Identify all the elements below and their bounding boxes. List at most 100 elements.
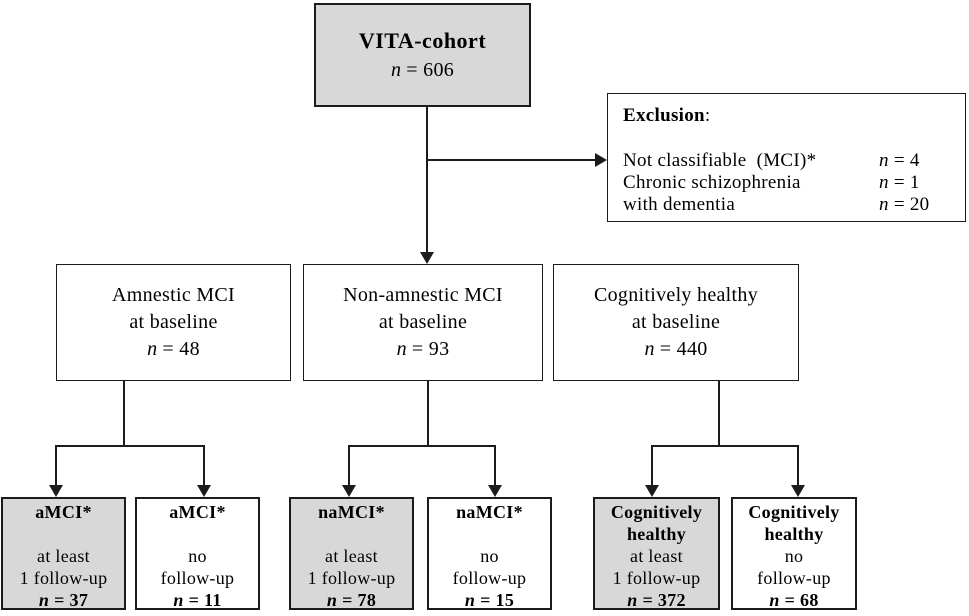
box-line2: at baseline [378, 311, 468, 333]
box-n: n= 68 [733, 589, 855, 611]
n-value: = 11 [188, 590, 222, 610]
arrowhead-amci-no-followup-icon [197, 485, 211, 497]
amnestic-mci-baseline-box: Amnestic MCI at baseline n= 48 [56, 264, 291, 381]
box-line1: Non-amnestic MCI [343, 284, 503, 306]
box-body2: 1 follow-up [19, 568, 108, 588]
exclusion-n: n= 1 [879, 172, 920, 194]
n-symbol: n [464, 590, 476, 610]
amci-followup-box: aMCI* at least 1 follow-up n= 37 [1, 497, 126, 610]
n-symbol: n [879, 194, 889, 215]
connector-non-amnestic-branch [348, 445, 496, 447]
n-symbol: n [390, 59, 402, 81]
box-line1: Cognitively healthy [593, 284, 758, 306]
namci-no-followup-box: naMCI* no follow-up n= 15 [427, 497, 552, 610]
box-header1: aMCI* [35, 502, 92, 522]
box-header1: Cognitively [610, 502, 703, 522]
connector-non-amnestic-stem [427, 381, 429, 446]
box-body2: follow-up [160, 568, 235, 588]
n-symbol: n [173, 590, 184, 610]
n-symbol: n [396, 338, 407, 360]
connector-healthy-left-drop [651, 445, 653, 486]
n-value: = 1 [893, 172, 920, 193]
n-symbol: n [147, 338, 158, 360]
n-value: = 606 [406, 59, 455, 81]
connector-non-amnestic-left-drop [348, 445, 350, 486]
exclusion-n: n= 20 [879, 194, 929, 216]
box-line2: at baseline [631, 311, 721, 333]
vita-cohort-box: VITA-cohort n= 606 [314, 3, 531, 107]
n-value: = 372 [642, 590, 686, 610]
box-n: n= 372 [595, 589, 718, 611]
box-n: n= 11 [137, 589, 258, 611]
vita-cohort-title: VITA-cohort [358, 28, 487, 53]
n-value: = 78 [342, 590, 377, 610]
exclusion-row-dementia: with dementia n= 20 [623, 194, 951, 216]
n-symbol: n [38, 590, 50, 610]
n-symbol: n [879, 150, 889, 171]
non-amnestic-mci-baseline-box: Non-amnestic MCI at baseline n= 93 [303, 264, 543, 381]
n-symbol: n [879, 172, 889, 193]
connector-vita-stem [426, 107, 428, 253]
exclusion-row-schizophrenia: Chronic schizophrenia n= 1 [623, 172, 951, 194]
box-header2: healthy [626, 524, 687, 544]
box-header1: Cognitively [748, 502, 840, 522]
n-value: = 440 [659, 338, 708, 360]
box-n: n= 93 [304, 336, 542, 363]
box-body1: no [188, 546, 207, 566]
exclusion-n: n= 4 [879, 150, 920, 172]
n-symbol: n [627, 590, 638, 610]
arrowhead-healthy-followup-icon [645, 485, 659, 497]
arrowhead-amci-followup-icon [49, 485, 63, 497]
box-body1: at least [325, 546, 378, 566]
n-symbol: n [326, 590, 338, 610]
box-body1: no [480, 546, 499, 566]
connector-amnestic-right-drop [203, 445, 205, 486]
cognitively-healthy-baseline-box: Cognitively healthy at baseline n= 440 [553, 264, 799, 381]
box-n: n= 78 [291, 589, 412, 611]
exclusion-label: with dementia [623, 194, 736, 215]
connector-healthy-branch [651, 445, 799, 447]
arrowhead-to-non-amnestic-icon [420, 252, 434, 264]
box-n: n= 48 [57, 336, 290, 363]
n-value: = 4 [893, 150, 920, 171]
box-line2: at baseline [129, 311, 218, 333]
n-value: = 37 [54, 590, 89, 610]
box-body2: follow-up [757, 568, 831, 588]
n-value: = 15 [480, 590, 515, 610]
box-header2 [137, 523, 258, 545]
connector-amnestic-stem [123, 381, 125, 446]
n-value: = 68 [784, 590, 819, 610]
connector-amnestic-branch [55, 445, 205, 447]
exclusion-title: Exclusion: [623, 105, 951, 127]
exclusion-title-word: Exclusion [623, 105, 705, 126]
arrowhead-healthy-no-followup-icon [791, 485, 805, 497]
connector-to-exclusion [427, 159, 595, 161]
box-body1: no [784, 546, 804, 566]
amci-no-followup-box: aMCI* no follow-up n= 11 [135, 497, 260, 610]
exclusion-row-not-classifiable: Not classifiable (MCI)* n= 4 [623, 150, 951, 172]
box-header2 [3, 523, 124, 545]
n-value: = 93 [411, 338, 450, 360]
exclusion-label: Chronic schizophrenia [623, 172, 801, 193]
n-value: = 20 [893, 194, 930, 215]
box-header2 [291, 523, 412, 545]
vita-cohort-n: n= 606 [316, 57, 529, 83]
exclusion-label: Not classifiable (MCI)* [623, 150, 817, 171]
n-symbol: n [769, 590, 780, 610]
connector-non-amnestic-right-drop [494, 445, 496, 486]
box-n: n= 15 [429, 589, 550, 611]
box-header1: aMCI* [169, 502, 226, 522]
box-body1: at least [37, 546, 90, 566]
box-body1: at least [630, 546, 683, 566]
arrowhead-namci-followup-icon [342, 485, 356, 497]
exclusion-box: Exclusion: Not classifiable (MCI)* n= 4 … [607, 93, 966, 222]
box-body2: 1 follow-up [612, 568, 701, 588]
connector-amnestic-left-drop [55, 445, 57, 486]
connector-healthy-stem [718, 381, 720, 446]
box-header2 [429, 523, 550, 545]
arrowhead-namci-no-followup-icon [488, 485, 502, 497]
connector-healthy-right-drop [797, 445, 799, 486]
cognitively-healthy-no-followup-box: Cognitively healthy no follow-up n= 68 [731, 497, 857, 610]
cognitively-healthy-followup-box: Cognitively healthy at least 1 follow-up… [593, 497, 720, 610]
